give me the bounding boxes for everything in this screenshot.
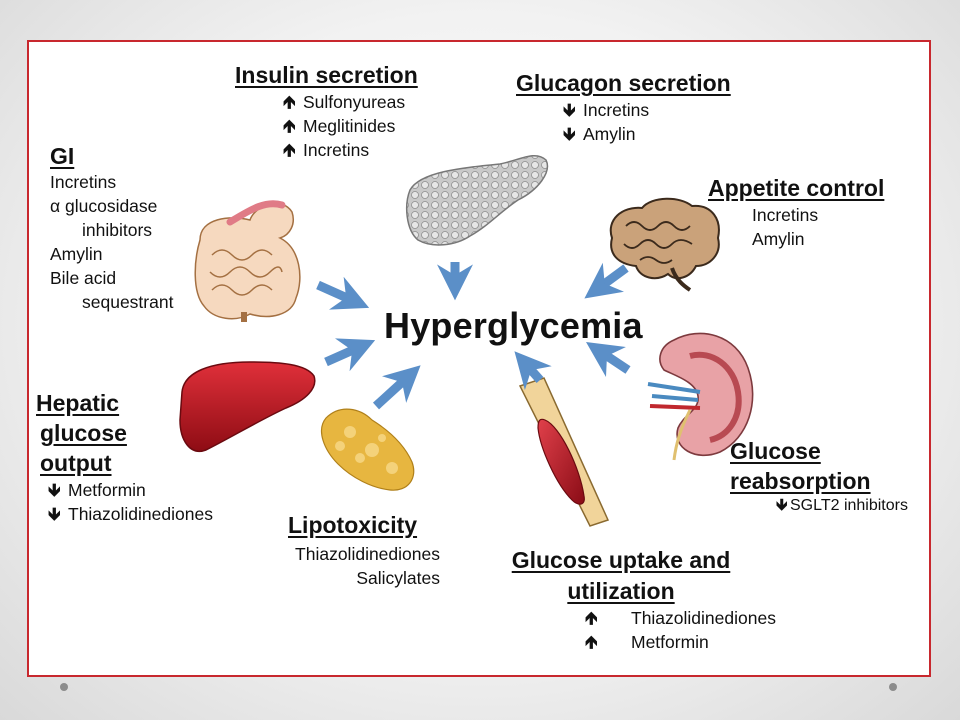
down-arrow-icon: 🡻 — [48, 504, 61, 524]
brain-illustration — [609, 197, 720, 292]
up-arrow-icon: 🡹 — [585, 632, 598, 652]
list-item: Salicylates — [356, 568, 440, 588]
hyperglycemia-label: Hyperglycemia — [384, 305, 643, 346]
appetite-control-list: Incretins Amylin — [752, 203, 818, 251]
glucagon-secretion-title: Glucagon secretion — [516, 70, 731, 96]
down-arrow-icon: 🡻 — [563, 100, 576, 120]
up-arrow-icon: 🡹 — [585, 608, 598, 628]
lipotoxicity-list: Thiazolidinediones Salicylates — [252, 542, 440, 590]
list-item: 🡻Amylin — [563, 124, 636, 144]
intestine-illustration — [194, 200, 301, 322]
liver-illustration — [179, 361, 316, 452]
list-item: Amylin — [752, 229, 805, 249]
insulin-secretion-title: Insulin secretion — [235, 62, 418, 88]
list-item: 🡹Metformin — [585, 632, 709, 652]
list-item: 🡹Incretins — [283, 140, 370, 160]
muscle-illustration — [518, 377, 610, 527]
hepatic-glucose-output-title: Hepatic glucose output — [36, 390, 127, 476]
list-item: Bile acid — [50, 268, 117, 288]
gi-title: GI — [50, 143, 75, 169]
lipotoxicity-title: Lipotoxicity — [288, 512, 418, 538]
down-arrow-icon: 🡻 — [776, 497, 788, 514]
up-arrow-icon: 🡹 — [283, 92, 296, 112]
appetite-control-title: Appetite control — [708, 175, 885, 201]
glucagon-secretion-list: 🡻Incretins 🡻Amylin — [563, 98, 649, 146]
glucose-reabsorption-title: Glucose reabsorption — [730, 438, 871, 494]
up-arrow-icon: 🡹 — [283, 140, 296, 160]
pointer-arrows — [316, 262, 631, 410]
list-item: 🡹Meglitinides — [283, 116, 396, 136]
gi-list: Incretins α glucosidase inhibitors Amyli… — [50, 170, 173, 314]
kidney-illustration — [647, 332, 754, 461]
list-item: 🡹Sulfonyureas — [283, 92, 406, 112]
list-item: Amylin — [50, 244, 103, 264]
hepatic-glucose-output-list: 🡻Metformin 🡻Thiazolidinediones — [48, 478, 213, 526]
list-item: Thiazolidinediones — [295, 544, 440, 564]
slide-dot-left — [60, 683, 68, 691]
insulin-secretion-list: 🡹Sulfonyureas 🡹Meglitinides 🡹Incretins — [283, 90, 405, 162]
list-item: Incretins — [50, 172, 117, 192]
pancreas-illustration — [405, 155, 549, 246]
glucose-uptake-list: 🡹Thiazolidinediones 🡹Metformin — [585, 606, 776, 654]
list-item: sequestrant — [82, 292, 174, 312]
down-arrow-icon: 🡻 — [563, 124, 576, 144]
list-item: α glucosidase — [50, 196, 158, 216]
slide-frame — [27, 40, 931, 677]
list-item: Incretins — [752, 205, 819, 225]
up-arrow-icon: 🡹 — [283, 116, 296, 136]
slide-dot-right — [889, 683, 897, 691]
list-item: 🡻Thiazolidinediones — [48, 504, 213, 524]
glucose-uptake-title: Glucose uptake and utilization — [511, 547, 731, 604]
list-item: 🡻Incretins — [563, 100, 650, 120]
down-arrow-icon: 🡻 — [48, 480, 61, 500]
glucose-reabsorption-item: 🡻SGLT2 inhibitors — [776, 494, 908, 518]
adipose-illustration — [321, 408, 415, 491]
list-item: 🡻Metformin — [48, 480, 146, 500]
list-item: inhibitors — [82, 220, 153, 240]
list-item: 🡹Thiazolidinediones — [585, 608, 776, 628]
